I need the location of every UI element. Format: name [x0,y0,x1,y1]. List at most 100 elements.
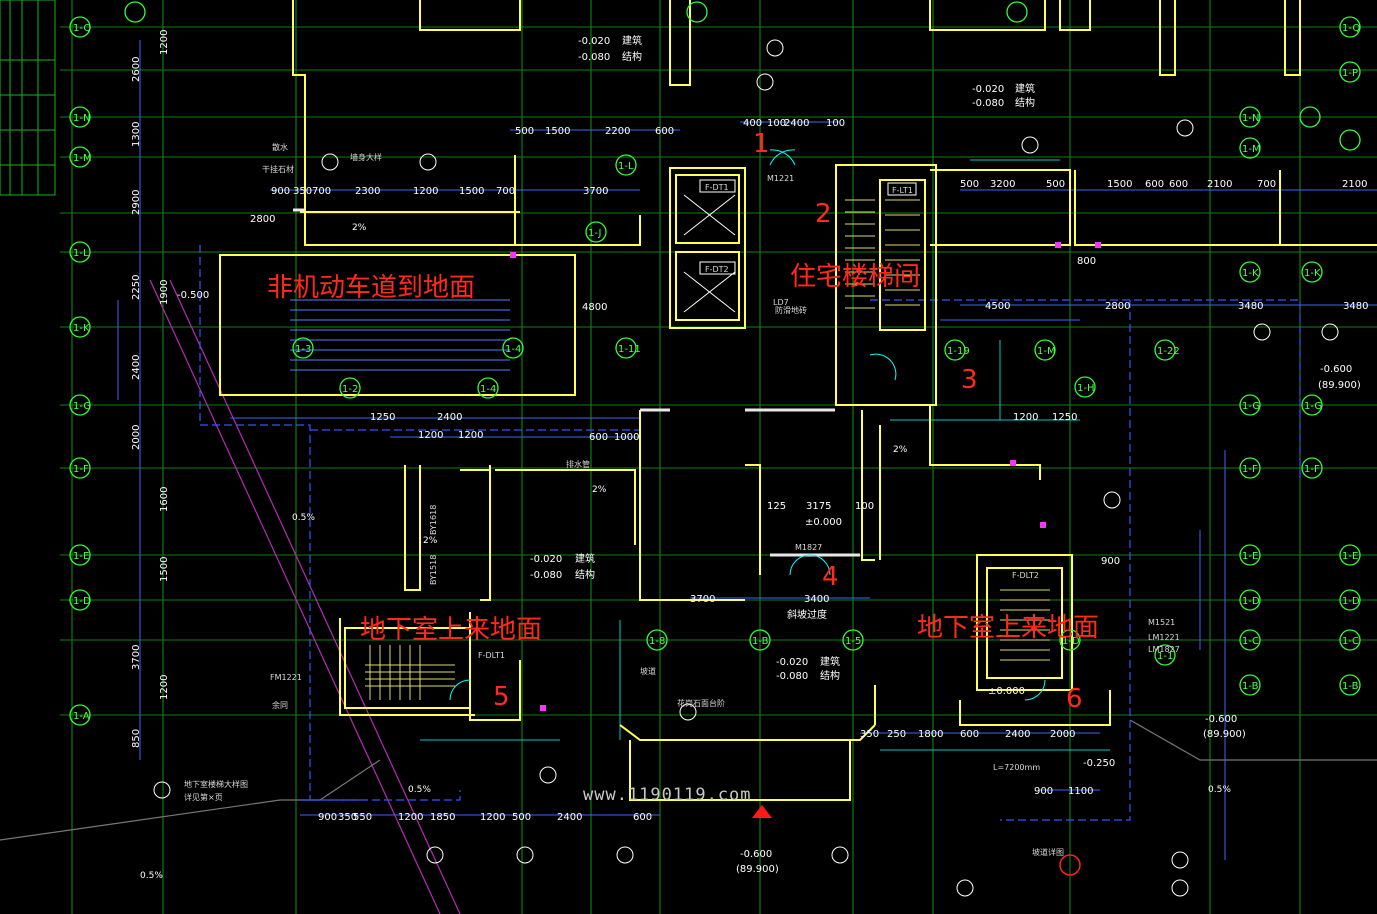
room-label-17: M1827 [795,543,822,552]
room-label-8: 散水 [272,142,288,152]
room-label-20: LM1827 [1148,645,1180,654]
level-note-2: 结构 [622,50,642,63]
svg-text:1-D: 1-D [73,596,91,607]
room-label-12: LD7 [773,298,789,307]
room-label-4: 花岗石面台阶 [677,698,725,708]
slope-labels: 2% 2% 2% 2% 0.5% 0.5% 0.5% 0.5% [140,223,1231,881]
dim-bottom-7: 2400 [557,812,582,823]
number-markers: 1 2 3 4 5 6 [493,129,1083,714]
dims-top: 900 350 700 2300 1200 1500 700 3700 2800… [250,118,845,313]
north-arrow-icon [752,805,772,818]
level-right-mid: -0.600 [1320,364,1352,375]
dim-top-7: 3700 [583,186,608,197]
dim-bottom-1: 350 [338,812,357,823]
dim-left-9: 1500 [159,557,170,582]
svg-text:1-J: 1-J [588,228,601,239]
svg-text:1-K: 1-K [73,323,90,334]
dim-top-17: 100 [826,118,845,129]
slope-7: 0.5% [140,871,163,881]
svg-text:1-1: 1-1 [1157,651,1173,662]
marker-5: 5 [493,682,510,712]
svg-text:1-N: 1-N [1242,113,1259,124]
svg-text:1-L: 1-L [73,248,89,259]
slope-6: 0.5% [1208,785,1231,795]
dim-bottom-15: 900 [1034,786,1053,797]
magenta-marks [510,242,1101,711]
svg-text:1-A: 1-A [73,711,90,722]
dim-top-10: 500 [515,126,534,137]
svg-text:1-K: 1-K [1304,268,1321,279]
marker-3: 3 [961,365,978,395]
svg-text:1-N: 1-N [73,113,90,124]
level-bottom-abs: (89.900) [736,864,779,875]
room-label-14: BY1518 [429,555,438,585]
svg-text:1-B: 1-B [1342,681,1359,692]
svg-text:1-E: 1-E [1342,551,1358,562]
svg-text:1-C: 1-C [1342,636,1359,647]
ramp-hatch [290,299,510,371]
cyan-dims [420,159,1110,751]
svg-text:1-M: 1-M [1242,144,1261,155]
svg-text:1-F: 1-F [1242,464,1258,475]
dims-right: 500 3200 500 1500 600 600 2100 700 2100 … [960,179,1368,567]
detail-callouts [153,39,1339,897]
dim-left-4: 2250 [131,275,142,300]
svg-text:1-D: 1-D [1342,596,1360,607]
dim-mid-3: 1250 [370,412,395,423]
level-right-2: -0.080 [972,98,1004,109]
dim-top-1: 350 [293,186,312,197]
dim-bottom-4: 1850 [430,812,455,823]
room-label-15: L=7200mm [993,763,1040,772]
dim-mid-6: 600 [589,432,608,443]
svg-text:1-22: 1-22 [1157,346,1180,357]
dim-mid-5: 1200 [458,430,483,441]
door-swings [449,149,1046,701]
svg-text:1-K: 1-K [1242,268,1259,279]
room-label-6: 详见第×页 [184,792,223,802]
level-labels: -0.020 -0.080 建筑 结构 -0.020 -0.080 建筑 结构 … [177,34,1361,875]
dim-mid-1: 3400 [804,594,829,605]
level-mid-3: -0.020 [776,657,808,668]
dim-mid-10: 100 [855,501,874,512]
dimension-lines [117,40,1377,860]
annotation-basement-left: 地下室上来地面 [360,615,542,645]
dim-left-5: 1900 [159,280,170,305]
room-label-21: FM1221 [270,673,302,682]
svg-text:1-Q: 1-Q [73,23,91,34]
svg-text:1-E: 1-E [73,551,89,562]
dim-top-8: 2800 [250,214,275,225]
stair-label-2: F-DLT1 [478,651,505,660]
dim-bottom-6: 500 [512,812,531,823]
stair-label-1: F-LT1 [892,186,913,195]
svg-text:1-D: 1-D [1242,596,1260,607]
dim-right-15: 900 [1101,556,1120,567]
axis-bubbles-left [69,1,1361,726]
dim-bottom-9: 250 [887,729,906,740]
level-right-ramp: -0.250 [1083,758,1115,769]
slope-2: 2% [592,485,607,495]
dim-left-11: 1200 [159,675,170,700]
svg-text:1-19: 1-19 [947,346,970,357]
level-top-2: -0.080 [578,52,610,63]
room-label-19: LM1221 [1148,633,1180,642]
svg-text:1-3: 1-3 [295,344,311,355]
dim-bottom-16: 1100 [1068,786,1093,797]
room-label-0: 防滑地砖 [775,305,807,315]
elevator-label-1: F-DT1 [705,183,729,192]
slope-4: 2% [893,445,908,455]
svg-text:1-5: 1-5 [845,636,861,647]
dim-right-0: 500 [960,179,979,190]
dim-bottom-3: 1200 [398,812,423,823]
dim-right-5: 600 [1169,179,1188,190]
dim-mid-2: 2400 [437,412,462,423]
dim-right-11: 3480 [1238,301,1263,312]
svg-text:1-E: 1-E [1242,551,1258,562]
dim-left-7: 2000 [131,425,142,450]
svg-text:1-4: 1-4 [480,384,496,395]
dim-left-8: 1600 [159,487,170,512]
room-label-11: 坡道详图 [1032,847,1064,857]
dim-right-16: 800 [1077,256,1096,267]
dim-mid-4: 1200 [418,430,443,441]
dim-left-12: 850 [131,729,142,748]
